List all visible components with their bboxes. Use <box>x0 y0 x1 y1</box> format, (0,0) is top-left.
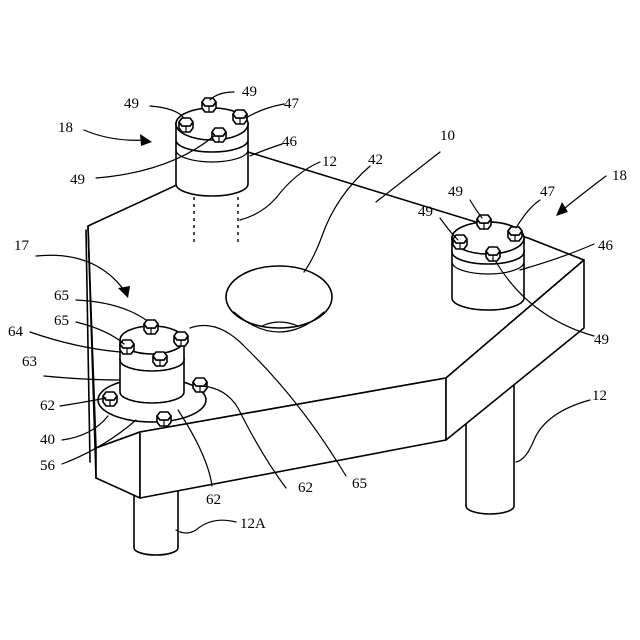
bolt-icon <box>202 98 216 112</box>
bolt-icon <box>174 332 188 346</box>
label-49-top-left: 49 <box>124 96 139 112</box>
label-18-rear: 18 <box>58 120 73 136</box>
label-65-lower: 65 <box>352 476 367 492</box>
label-49-right-lower: 49 <box>594 332 609 348</box>
bolt-icon <box>212 128 226 142</box>
label-49-right-left: 49 <box>418 204 433 220</box>
label-17: 17 <box>14 238 30 254</box>
label-42: 42 <box>368 152 383 168</box>
label-62-bottom: 62 <box>206 492 221 508</box>
label-65-b: 65 <box>54 313 69 329</box>
bolt-icon <box>103 392 117 406</box>
bolt-icon <box>477 215 491 229</box>
label-63: 63 <box>22 354 37 370</box>
label-46-right: 46 <box>598 238 614 254</box>
label-62-right: 62 <box>298 480 313 496</box>
label-49-rear-lower: 49 <box>70 172 85 188</box>
label-62-left: 62 <box>40 398 55 414</box>
label-56: 56 <box>40 458 56 474</box>
bolt-icon <box>486 247 500 261</box>
label-12A: 12A <box>240 516 266 532</box>
label-49-top: 49 <box>242 84 257 100</box>
label-10: 10 <box>440 128 455 144</box>
bolt-icon <box>179 118 193 132</box>
bolt-icon <box>233 110 247 124</box>
label-47-rear: 47 <box>284 96 300 112</box>
bolt-icon <box>157 412 171 426</box>
bolt-icon <box>508 227 522 241</box>
label-65-a: 65 <box>54 288 69 304</box>
label-18-right: 18 <box>612 168 627 184</box>
bolt-icon <box>153 352 167 366</box>
label-12-right: 12 <box>592 388 607 404</box>
label-49-right-top: 49 <box>448 184 463 200</box>
label-47-right: 47 <box>540 184 556 200</box>
bolt-icon <box>193 378 207 392</box>
label-40: 40 <box>40 432 55 448</box>
label-12-upper: 12 <box>322 154 337 170</box>
label-64: 64 <box>8 324 24 340</box>
label-46-rear: 46 <box>282 134 298 150</box>
bolt-icon <box>144 320 158 334</box>
